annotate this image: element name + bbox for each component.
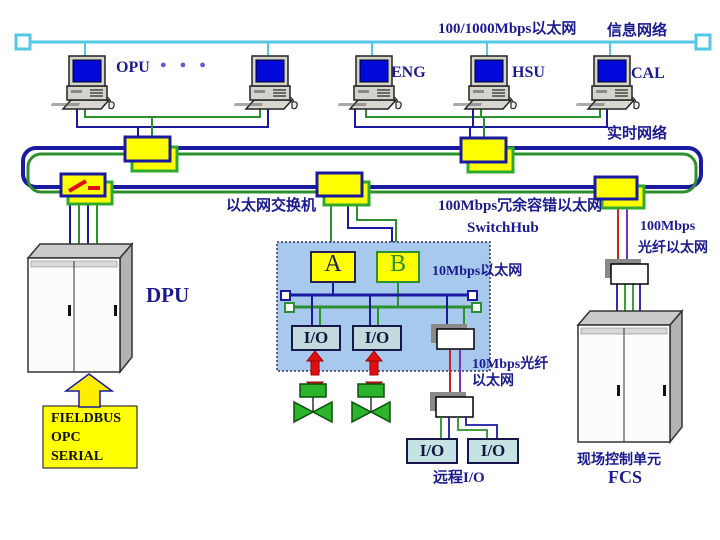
remote-io-left-label: I/O [419, 441, 445, 460]
fieldbus-text: FIELDBUS OPC SERIAL [51, 409, 121, 466]
door-handle [68, 305, 71, 316]
bus-terminator-right [694, 33, 712, 51]
ring-switch-opu [123, 135, 179, 173]
hub-b-label: B [389, 251, 406, 277]
fcs-fiber-label-2: 光纤以太网 [638, 241, 708, 256]
hub-b-box [376, 251, 420, 283]
fcs-cables [616, 283, 641, 313]
ring-switch-fcs [593, 175, 646, 210]
realtime-network-title: 实时网络 [607, 126, 668, 142]
remote-fiber-label-1: 10Mbps光纤 [472, 357, 549, 372]
ethernet-switch-dpu [59, 172, 114, 206]
ring-switch-eng-hsu-cal [459, 136, 515, 174]
ethernet-switch-label: 以太网交换机 [226, 198, 317, 214]
fieldbus-box [42, 405, 138, 469]
ethernet-10m-label: 10Mbps以太网 [432, 264, 523, 279]
fcs-title-line2: FCS [607, 467, 642, 487]
remote-io-title: 远程I/O [433, 470, 485, 486]
dpu-title: DPU [146, 283, 190, 307]
fcs-fiber-label-1: 100Mbps [640, 219, 696, 234]
io-module-left-label: I/O [303, 328, 329, 347]
bus-terminator-left [14, 33, 32, 51]
field-bus-lines [280, 282, 482, 329]
remote-io-left-box [406, 438, 458, 464]
fcs-title-line1: 现场控制单元 [577, 453, 661, 468]
info-bus-label: 100/1000Mbps以太网 [438, 21, 577, 37]
workstation-ellipsis: ●●● [160, 59, 219, 71]
workstation-opu-label: OPU [116, 59, 150, 76]
disconnect-switch-icon [67, 179, 100, 193]
remote-io-right-label: I/O [480, 441, 506, 460]
io-module-right-box [352, 325, 402, 351]
valve-left-icon [293, 383, 333, 423]
door-handle [617, 385, 620, 396]
fieldbus-line-3: SERIAL [51, 449, 104, 464]
info-network-title: 信息网络 [607, 23, 668, 39]
dpu-cabinet [26, 241, 134, 375]
remote-fiber-label-2: 以太网 [472, 374, 514, 389]
io-module-right-label: I/O [364, 328, 390, 347]
workstation-hsu [452, 55, 517, 110]
hub-a-label: A [324, 251, 342, 277]
door-handle [114, 305, 117, 316]
remote-io-cables [440, 417, 498, 439]
switchhub-title: SwitchHub [467, 220, 539, 236]
ring-switch-switchhub [315, 171, 371, 207]
redundant-ethernet-label: 100Mbps冗余容错以太网 [438, 198, 603, 214]
info-network-bus [14, 33, 712, 59]
fieldbus-line-2: OPC [51, 430, 81, 445]
workstation-opu-1 [50, 55, 115, 110]
valve-right-icon [351, 383, 391, 423]
fiber-converter-remote [429, 391, 474, 418]
remote-io-right-box [467, 438, 519, 464]
bus-drop-lines [84, 43, 611, 59]
hub-a-box [310, 251, 356, 283]
remote-fiber-lines [449, 350, 461, 393]
fieldbus-line-1: FIELDBUS [51, 411, 122, 426]
door-handle [663, 385, 666, 396]
workstation-cal [575, 55, 640, 110]
fieldbus-arrow-icon [63, 373, 115, 408]
io-module-left-box [291, 325, 341, 351]
fcs-cabinet [576, 308, 684, 445]
workstation-eng-label: ENG [391, 64, 426, 81]
workstation-hsu-label: HSU [512, 64, 545, 81]
fiber-converter-fcs [604, 258, 649, 285]
workstation-opu-2 [233, 55, 298, 110]
workstation-cal-label: CAL [631, 65, 665, 82]
